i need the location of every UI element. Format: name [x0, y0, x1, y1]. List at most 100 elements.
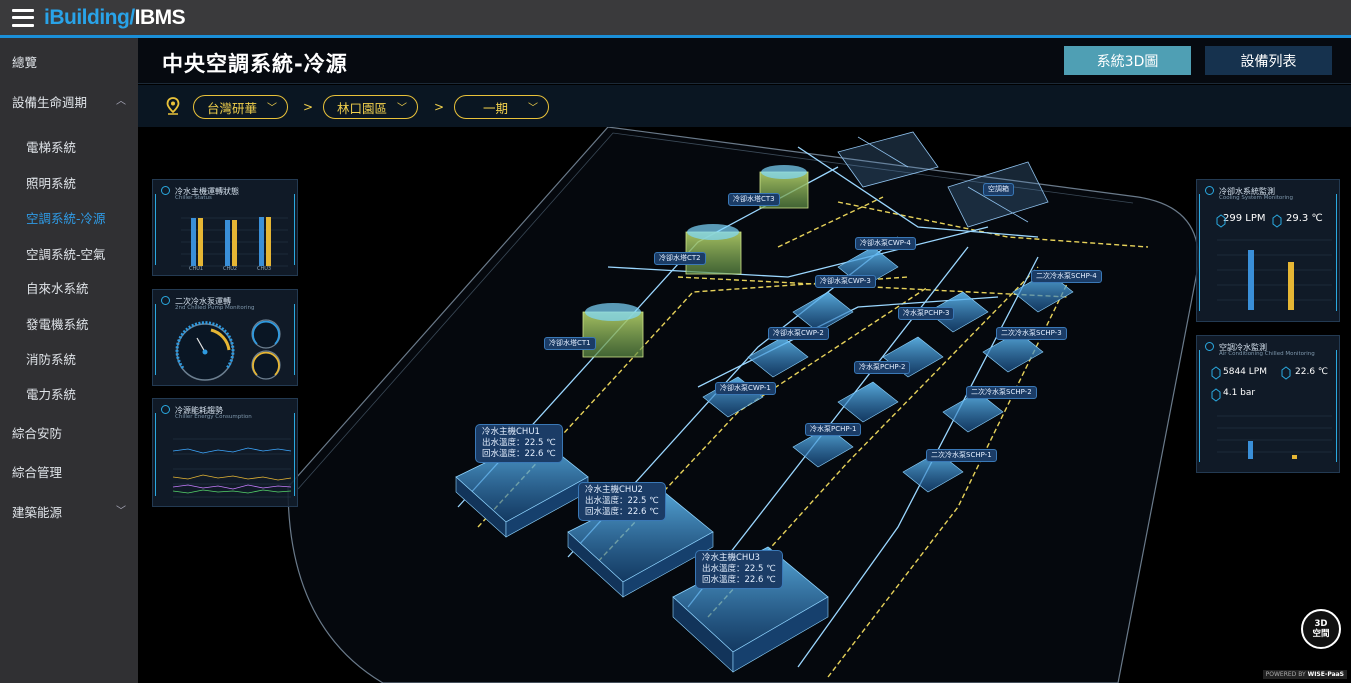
sidebar-item-lighting[interactable]: 照明系統	[26, 176, 77, 191]
breadcrumb-separator: >	[303, 100, 314, 114]
panel-bracket	[292, 304, 295, 375]
chilled-monitor-panel: 空調冷水監測 Air Conditioning Chilled Monitori…	[1196, 335, 1340, 473]
energy-line-chart	[172, 438, 292, 498]
panel-icon	[1205, 342, 1214, 351]
pump-gauge-panel: 二次冷水泵運轉 2nd Chilled Pump Monitoring	[152, 289, 298, 386]
sidebar-item-generator[interactable]: 發電機系統	[26, 317, 89, 332]
system-3d-button[interactable]: 系統3D圖	[1064, 46, 1191, 75]
chevron-down-icon: ﹀	[397, 103, 407, 114]
panel-bracket	[292, 413, 295, 496]
scene-graphics	[287, 127, 1199, 683]
bar-chu1-a	[191, 218, 196, 266]
x-label-chu2: CHU2	[223, 266, 238, 272]
area-select[interactable]: 林口園區﹀	[323, 95, 418, 119]
chilled-bar-chart	[1211, 366, 1332, 459]
sidebar-item-management[interactable]: 綜合管理	[12, 465, 63, 480]
chiller-status-panel: 冷水主機運轉狀態 Chiller Status CHU1 CHU2 CHU3	[152, 179, 298, 276]
panel-bracket	[1199, 194, 1202, 311]
bar-chu3-a	[259, 217, 264, 266]
cooling-tower-ct1	[582, 303, 644, 358]
site-select[interactable]: 台灣研華﹀	[193, 95, 288, 119]
chevron-down-icon: ﹀	[267, 103, 277, 114]
chilled-flow-value: 5844 LPM	[1223, 367, 1267, 377]
sidebar-item-hvac-chiller[interactable]: 空調系統-冷源	[26, 211, 106, 226]
sidebar-item-elevator[interactable]: 電梯系統	[26, 140, 77, 155]
panel-bracket	[155, 194, 158, 265]
bar-chu2-b	[232, 220, 237, 266]
sidebar-item-overview[interactable]: 總覽	[12, 55, 38, 70]
cwp4-label[interactable]: 冷卻水泵CWP-4	[855, 237, 916, 250]
powered-by-badge: POWERED BY WISE-PaaS	[1262, 670, 1347, 679]
cwp3-label[interactable]: 冷卻水泵CWP-3	[815, 275, 876, 288]
sidebar-item-fire[interactable]: 消防系統	[26, 352, 77, 367]
equipment-list-button[interactable]: 設備列表	[1205, 46, 1332, 75]
page-title: 中央空調系統-冷源	[162, 52, 348, 76]
bar-chilled-b	[1292, 455, 1297, 459]
bar-cooling-b	[1288, 262, 1294, 310]
system-3d-scene[interactable]: 冷水主機CHU1 出水溫度：22.5 ℃ 回水溫度：22.6 ℃ 冷水主機CHU…	[138, 127, 1351, 683]
panel-bracket	[155, 413, 158, 496]
x-label-chu1: CHU1	[189, 266, 204, 272]
top-bar: iBuilding/IBMS	[0, 0, 1351, 38]
chu3-label[interactable]: 冷水主機CHU3 出水溫度：22.5 ℃ 回水溫度：22.6 ℃	[695, 550, 783, 589]
brand-logo[interactable]: iBuilding/IBMS	[44, 5, 186, 29]
bar-chilled-a	[1248, 441, 1253, 459]
sidebar: 總覽 設備生命週期︿ 電梯系統 照明系統 空調系統-冷源 空調系統-空氣 自來水…	[0, 38, 138, 683]
chu2-label[interactable]: 冷水主機CHU2 出水溫度：22.5 ℃ 回水溫度：22.6 ℃	[578, 482, 666, 521]
chevron-up-icon: ︿	[116, 96, 126, 107]
panel-icon	[161, 405, 170, 414]
title-row: 中央空調系統-冷源 系統3D圖 設備列表	[138, 38, 1351, 84]
panel-bracket	[1334, 194, 1337, 311]
schp3-label[interactable]: 二次冷水泵SCHP-3	[996, 327, 1067, 340]
chu1-label[interactable]: 冷水主機CHU1 出水溫度：22.5 ℃ 回水溫度：22.6 ℃	[475, 424, 563, 463]
panel-icon	[1205, 186, 1214, 195]
ct2-label[interactable]: 冷卻水塔CT2	[654, 252, 706, 265]
panel-bracket	[155, 304, 158, 375]
chiller-bar-chart	[181, 217, 288, 267]
chevron-down-icon: ﹀	[528, 103, 538, 114]
breadcrumb-separator: >	[434, 100, 445, 114]
schp4-label[interactable]: 二次冷水泵SCHP-4	[1031, 270, 1102, 283]
cooling-monitor-panel: 冷卻水系統監測 Cooling System Monitoring 299 LP…	[1196, 179, 1340, 322]
bar-chu3-b	[266, 217, 271, 266]
ct1-label[interactable]: 冷卻水塔CT1	[544, 337, 596, 350]
phase-select[interactable]: 一期﹀	[454, 95, 549, 119]
schp2-label[interactable]: 二次冷水泵SCHP-2	[966, 386, 1037, 399]
bar-chu2-a	[225, 220, 230, 266]
pchp2-label[interactable]: 冷水泵PCHP-2	[854, 361, 911, 374]
chilled-temp-value: 22.6 ℃	[1295, 367, 1329, 377]
hamburger-menu-icon[interactable]	[12, 8, 34, 27]
cwp1-label[interactable]: 冷卻水泵CWP-1	[715, 382, 776, 395]
filter-row: 台灣研華﹀ > 林口園區﹀ > 一期﹀	[138, 85, 1351, 127]
sidebar-item-security[interactable]: 綜合安防	[12, 426, 63, 441]
energy-trend-panel: 冷源能耗趨勢 Chiller Energy Consumption	[152, 398, 298, 507]
chilled-extra-value: 4.1 bar	[1223, 388, 1256, 398]
pchp3-label[interactable]: 冷水泵PCHP-3	[898, 307, 955, 320]
panel-bracket	[292, 194, 295, 265]
cooling-bar-chart	[1216, 214, 1332, 310]
x-label-chu3: CHU3	[257, 266, 272, 272]
cooling-flow-value: 299 LPM	[1223, 213, 1266, 224]
main-content: 中央空調系統-冷源 系統3D圖 設備列表 台灣研華﹀ > 林口園區﹀ > 一期﹀	[138, 38, 1351, 683]
sidebar-item-power[interactable]: 電力系統	[26, 387, 77, 402]
chiller-chu2	[567, 486, 714, 598]
sidebar-item-lifecycle[interactable]: 設備生命週期︿	[12, 92, 126, 111]
sidebar-item-hvac-air[interactable]: 空調系統-空氣	[26, 247, 106, 262]
cooling-tower-ct2	[685, 224, 742, 275]
ahu-label[interactable]: 空調箱	[983, 183, 1014, 196]
sidebar-item-water[interactable]: 自來水系統	[26, 281, 89, 296]
bar-cooling-a	[1248, 250, 1254, 310]
cwp2-label[interactable]: 冷卻水泵CWP-2	[768, 327, 829, 340]
ct3-label[interactable]: 冷卻水塔CT3	[728, 193, 780, 206]
sidebar-item-energy[interactable]: 建築能源﹀	[12, 502, 126, 521]
schp1-label[interactable]: 二次冷水泵SCHP-1	[926, 449, 997, 462]
pump-blocks	[702, 246, 1074, 493]
chiller-chu3	[672, 546, 829, 673]
pchp1-label[interactable]: 冷水泵PCHP-1	[805, 423, 862, 436]
3d-space-logo[interactable]: 3D 空間	[1301, 609, 1341, 649]
cooling-temp-value: 29.3 ℃	[1286, 213, 1323, 224]
panel-icon	[161, 296, 170, 305]
bar-chu1-b	[198, 218, 203, 266]
panel-bracket	[1199, 350, 1202, 462]
gauges	[175, 319, 281, 381]
